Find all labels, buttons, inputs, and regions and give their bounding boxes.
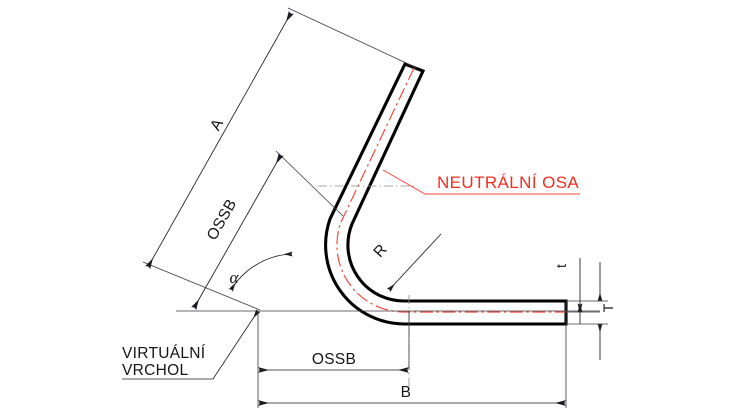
neutral-axis-leader <box>382 169 580 195</box>
virtual-vertex-leader <box>122 309 261 380</box>
dimension-line-ossb-diagonal <box>191 152 284 311</box>
label-virtual-vertex-line2: VRCHOL <box>122 362 188 379</box>
leg-a-bottom-extension <box>142 261 261 311</box>
neutral-axis-centerline <box>336 67 566 313</box>
label-neutral-axis: NEUTRÁLNÍ OSA <box>437 173 579 192</box>
label-ossb-horizontal: OSSB <box>312 351 356 368</box>
dimension-line-radius <box>386 233 442 293</box>
leg-a-top-extension <box>287 7 418 69</box>
label-radius: R <box>370 241 390 261</box>
dimension-line-a <box>145 10 294 270</box>
label-thickness-t: t <box>553 264 569 268</box>
label-virtual-vertex-line1: VIRTUÁLNÍ <box>122 345 206 362</box>
part-outline-group <box>324 62 568 326</box>
ossb-diagonal-top-extension <box>275 150 344 217</box>
label-leg-b: B <box>401 384 412 401</box>
angle-arc-alpha <box>228 251 293 292</box>
part-outer-contour <box>324 62 568 326</box>
label-angle-alpha: α <box>230 268 240 287</box>
label-thickness-T: T <box>600 303 616 312</box>
